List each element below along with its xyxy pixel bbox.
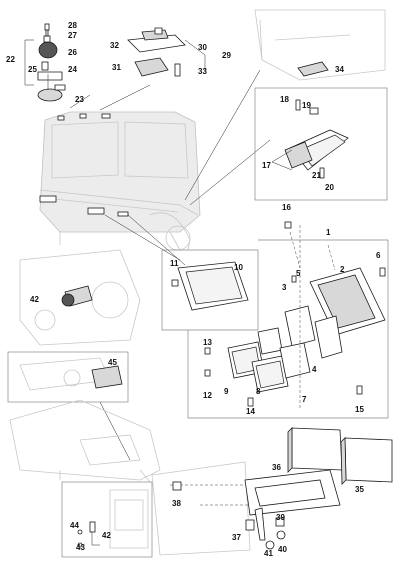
callout-38: 38: [172, 499, 181, 508]
callout-34: 34: [335, 65, 344, 74]
callout-29: 29: [222, 51, 231, 60]
callout-19: 19: [302, 101, 311, 110]
callout-4: 4: [312, 365, 317, 374]
callout-45: 45: [108, 358, 117, 367]
side-marker-assembly: [254, 87, 388, 201]
callout-3: 3: [282, 283, 287, 292]
callout-26: 26: [68, 48, 77, 57]
callout-2: 2: [340, 265, 345, 274]
callout-44: 44: [70, 521, 79, 530]
interior-lamp-assembly: [24, 23, 66, 102]
callout-12: 12: [203, 391, 212, 400]
callout-8: 8: [256, 387, 261, 396]
callout-11: 11: [170, 259, 179, 268]
callout-28: 28: [68, 21, 77, 30]
callout-17: 17: [262, 161, 271, 170]
console-ghost: [9, 399, 161, 483]
callout-10: 10: [234, 263, 243, 272]
switch-panel-area: [7, 351, 131, 461]
callout-25: 25: [28, 65, 37, 74]
callout-13: 13: [203, 338, 212, 347]
callout-14: 14: [246, 407, 255, 416]
callout-20: 20: [325, 183, 334, 192]
callout-21: 21: [312, 171, 321, 180]
headlamp-assembly: [161, 221, 389, 419]
callout-15: 15: [355, 405, 364, 414]
rear-lamp-assembly: [151, 427, 393, 556]
callout-42a: 42: [30, 295, 39, 304]
leveling-motor-area: [19, 249, 141, 346]
callout-31: 31: [112, 63, 121, 72]
callout-27: 27: [68, 31, 77, 40]
map-lamp-assembly: [127, 27, 206, 77]
callout-36: 36: [272, 463, 281, 472]
callout-40: 40: [278, 545, 287, 554]
sensor-bracket-area: [61, 481, 153, 558]
callout-42b: 42: [102, 531, 111, 540]
callout-7: 7: [302, 395, 307, 404]
callout-43: 43: [76, 543, 85, 552]
callout-23: 23: [75, 95, 84, 104]
callout-39: 39: [276, 513, 285, 522]
callout-32: 32: [110, 41, 119, 50]
callout-6: 6: [376, 251, 381, 260]
truck-cab-ghost: [39, 111, 201, 251]
callout-9: 9: [224, 387, 229, 396]
callout-1: 1: [326, 228, 331, 237]
roof-marker-area: [254, 9, 386, 81]
callout-24: 24: [68, 65, 77, 74]
callout-22: 22: [6, 55, 15, 64]
callout-37: 37: [232, 533, 241, 542]
callout-5: 5: [296, 269, 301, 278]
callout-labels: 28 27 22 26 25 24 23 32 30 29 31 33 34 1…: [6, 21, 381, 558]
callout-33: 33: [198, 67, 207, 76]
callout-41: 41: [264, 549, 273, 558]
callout-30: 30: [198, 43, 207, 52]
callout-18: 18: [280, 95, 289, 104]
callout-16: 16: [282, 203, 291, 212]
callout-35: 35: [355, 485, 364, 494]
